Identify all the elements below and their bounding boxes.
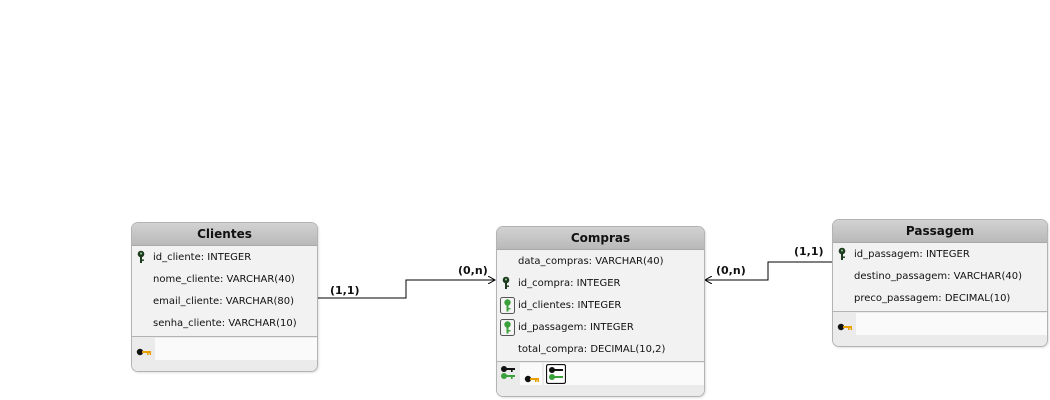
primary-key-icon bbox=[501, 276, 511, 299]
attribute-row[interactable]: data_compras: VARCHAR(40) bbox=[497, 251, 704, 273]
index-cell bbox=[155, 338, 317, 360]
attribute-row[interactable]: id_passagem: INTEGER bbox=[833, 244, 1047, 266]
attribute-label: id_passagem: INTEGER bbox=[854, 249, 970, 260]
passagem-compras-connector[interactable] bbox=[705, 261, 832, 280]
attribute-label: nome_cliente: VARCHAR(40) bbox=[153, 274, 295, 285]
foreign-index-key-icon[interactable] bbox=[545, 363, 567, 388]
clientes-compras-connector[interactable] bbox=[317, 280, 495, 299]
index-panel bbox=[497, 361, 704, 396]
passagem-source-cardinality: (1,1) bbox=[794, 245, 824, 258]
attribute-row[interactable]: nome_cliente: VARCHAR(40) bbox=[132, 269, 317, 291]
attribute-label: total_compra: DECIMAL(10,2) bbox=[518, 344, 666, 355]
attribute-label: data_compras: VARCHAR(40) bbox=[518, 256, 664, 267]
index-cell bbox=[544, 363, 704, 385]
attribute-row[interactable]: id_cliente: INTEGER bbox=[132, 247, 317, 269]
compras-target-cardinality-from-clientes: (0,n) bbox=[458, 264, 488, 277]
attribute-row[interactable]: total_compra: DECIMAL(10,2) bbox=[497, 339, 704, 361]
entity-compras[interactable]: Compras data_compras: VARCHAR(40) id_com… bbox=[496, 226, 705, 397]
attribute-label: destino_passagem: VARCHAR(40) bbox=[854, 271, 1022, 282]
attribute-row[interactable]: senha_cliente: VARCHAR(10) bbox=[132, 313, 317, 335]
entity-title: Compras bbox=[497, 227, 704, 250]
compras-target-cardinality-from-passagem: (0,n) bbox=[716, 264, 746, 277]
attribute-row[interactable]: destino_passagem: VARCHAR(40) bbox=[833, 266, 1047, 288]
entity-title: Clientes bbox=[132, 223, 317, 246]
primary-key-icon bbox=[136, 250, 146, 273]
index-panel bbox=[132, 336, 317, 371]
primary-key-icon bbox=[837, 247, 847, 270]
entity-passagem[interactable]: Passagem id_passagem: INTEGER destino_pa… bbox=[832, 219, 1048, 347]
attribute-row[interactable]: id_clientes: INTEGER bbox=[497, 295, 704, 317]
attribute-label: id_passagem: INTEGER bbox=[518, 322, 634, 333]
entity-clientes[interactable]: Clientes id_cliente: INTEGER nome_client… bbox=[131, 222, 318, 372]
attribute-label: email_cliente: VARCHAR(80) bbox=[153, 296, 295, 307]
foreign-key-icon bbox=[500, 319, 515, 345]
attribute-label: id_compra: INTEGER bbox=[518, 278, 621, 289]
foreign-key-icon bbox=[500, 297, 515, 323]
entity-title: Passagem bbox=[833, 220, 1047, 243]
index-key-icon[interactable] bbox=[837, 317, 853, 336]
index-key-icon[interactable] bbox=[524, 369, 540, 388]
index-cell bbox=[856, 313, 1047, 335]
primary-foreign-key-icon[interactable] bbox=[500, 365, 516, 385]
attribute-row[interactable]: id_passagem: INTEGER bbox=[497, 317, 704, 339]
index-panel bbox=[833, 311, 1047, 346]
attribute-label: id_clientes: INTEGER bbox=[518, 300, 622, 311]
attribute-label: id_cliente: INTEGER bbox=[153, 252, 252, 263]
attribute-row[interactable]: id_compra: INTEGER bbox=[497, 273, 704, 295]
clientes-source-cardinality: (1,1) bbox=[330, 284, 360, 297]
attribute-row[interactable]: preco_passagem: DECIMAL(10) bbox=[833, 288, 1047, 310]
attribute-row[interactable]: email_cliente: VARCHAR(80) bbox=[132, 291, 317, 313]
attribute-label: senha_cliente: VARCHAR(10) bbox=[153, 318, 297, 329]
attribute-label: preco_passagem: DECIMAL(10) bbox=[854, 293, 1011, 304]
index-key-icon[interactable] bbox=[136, 342, 152, 361]
